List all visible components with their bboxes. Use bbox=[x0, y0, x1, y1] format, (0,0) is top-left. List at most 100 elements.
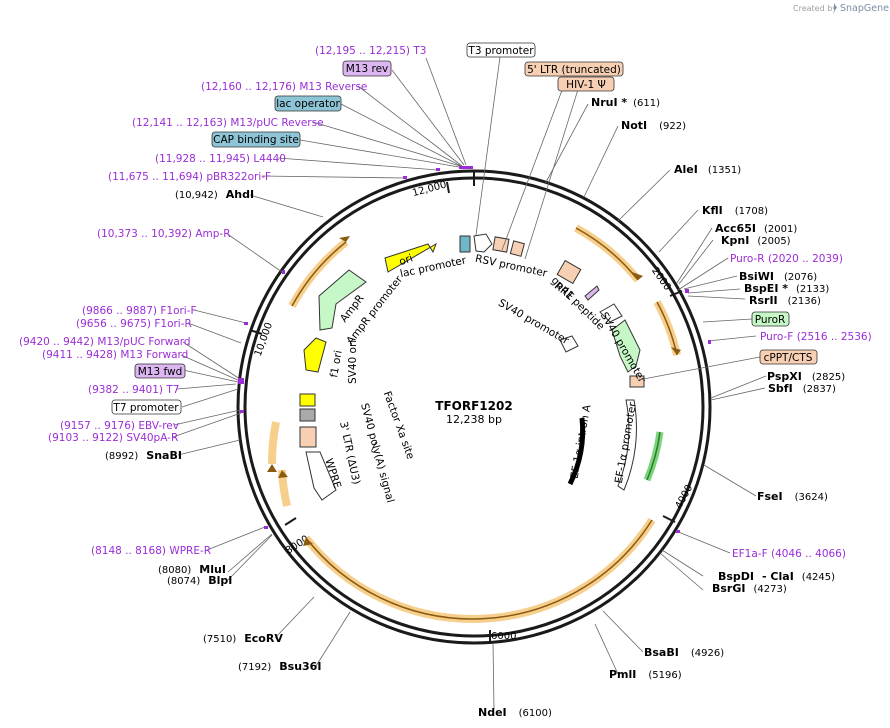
factor-xa-glyph bbox=[371, 441, 377, 451]
box-ltr-truncated-text: 5' LTR (truncated) bbox=[527, 64, 621, 76]
sv40-polya-glyph bbox=[299, 408, 316, 422]
gp41-glyph bbox=[584, 285, 600, 301]
primer-name-ef1a-f: EF1a-F bbox=[732, 548, 768, 560]
enzyme-pspxi-pos: (2825) bbox=[812, 372, 845, 383]
enzyme-bspei-pos: (2133) bbox=[796, 284, 829, 295]
enzyme-ndei: NdeI bbox=[478, 706, 507, 719]
box-m13-fwd-text: M13 fwd bbox=[138, 366, 183, 378]
primer-name-f1ori-f: F1ori-F bbox=[160, 305, 196, 317]
svg-text:(9656 .. 9675) F1ori-R: (9656 .. 9675) F1ori-R bbox=[76, 318, 192, 330]
svg-text:(8080)MluI: (8080)MluI bbox=[158, 563, 226, 576]
box-t3-promoter-text: T3 promoter bbox=[467, 45, 534, 57]
primer-name-t3: T3 bbox=[412, 45, 426, 57]
svg-text:PmlI(5196): PmlI (5196) bbox=[609, 668, 682, 681]
enzyme-ecorv-pos: (7510) bbox=[203, 634, 236, 645]
ori-arrow bbox=[384, 242, 437, 273]
label-rsv-promoter: RSV promoter bbox=[474, 253, 549, 280]
enzyme-pmli: PmlI bbox=[609, 668, 636, 681]
svg-text:(8074)BlpI: (8074)BlpI bbox=[167, 574, 232, 587]
ltr3-glyph bbox=[299, 426, 317, 448]
primer-name-amp-r: Amp-R bbox=[195, 228, 230, 240]
primer-name-m13-forward: M13 Forward bbox=[120, 349, 188, 361]
box-t3-promoter: T3 promoter bbox=[466, 42, 536, 58]
primer-name-l4440: L4440 bbox=[253, 153, 286, 165]
box-cap-binding-text: CAP binding site bbox=[213, 134, 299, 146]
enzyme-blpi: BlpI bbox=[208, 574, 232, 587]
enzyme-rsrii: RsrII bbox=[749, 294, 778, 307]
snapgene-logo-icon bbox=[834, 3, 837, 10]
primer-labels: (12,195 .. 12,215) T3 (12,160 .. 12,176)… bbox=[19, 45, 872, 560]
enzyme-alei: AleI bbox=[674, 163, 698, 176]
svg-text:Puro-F (2516 .. 2536): Puro-F (2516 .. 2536) bbox=[760, 331, 872, 343]
enzyme-sbfi-pos: (2837) bbox=[803, 384, 836, 395]
svg-text:(7192)Bsu36I: (7192)Bsu36I bbox=[238, 660, 321, 673]
label-gp41: gp41 peptide bbox=[549, 275, 607, 333]
box-m13-rev: M13 rev bbox=[342, 60, 392, 77]
enzyme-bsrgi-pos: (4273) bbox=[753, 584, 786, 595]
box-hiv-psi-text: HIV-1 Ψ bbox=[566, 79, 606, 91]
svg-text:(9103 .. 9122) SV40pA-R: (9103 .. 9122) SV40pA-R bbox=[48, 432, 178, 444]
svg-text:(12,195 .. 12,215) T3: (12,195 .. 12,215) T3 bbox=[315, 45, 426, 57]
box-lac-operator-text: lac operator bbox=[276, 98, 340, 110]
enzyme-noti: NotI bbox=[621, 119, 647, 132]
ltr-glyph bbox=[492, 236, 510, 253]
ef1a-promoter-arrow bbox=[617, 399, 637, 491]
svg-text:BsiWI(2076): BsiWI(2076) bbox=[739, 270, 817, 283]
svg-text:BsaBI(4926): BsaBI(4926) bbox=[644, 646, 724, 659]
primer-name-ebv-rev: EBV-rev bbox=[138, 420, 179, 432]
svg-text:EF1a-F (4046 .. 4066): EF1a-F (4046 .. 4066) bbox=[732, 548, 846, 560]
enzyme-kfli: KflI bbox=[702, 204, 723, 217]
primer-range-t3: (12,195 .. 12,215) bbox=[315, 45, 410, 57]
box-hiv-psi: HIV-1 Ψ bbox=[557, 76, 615, 92]
primer-range-m13-forward: (9411 .. 9428) bbox=[42, 349, 117, 361]
primer-name-pbr322ori-f: pBR322ori-F bbox=[206, 171, 271, 183]
plasmid-name: TFORF1202 bbox=[435, 399, 512, 413]
label-ori: ori bbox=[398, 252, 415, 268]
enzyme-snabi-pos: (8992) bbox=[105, 451, 138, 462]
svg-text:(11,928 .. 11,945) L4440: (11,928 .. 11,945) L4440 bbox=[155, 153, 286, 165]
svg-text:(8992)SnaBI: (8992)SnaBI bbox=[105, 449, 182, 462]
primer-range-pbr322ori-f: (11,675 .. 11,694) bbox=[108, 171, 203, 183]
svg-text:SbfI(2837): SbfI (2837) bbox=[768, 382, 836, 395]
svg-text:(9411 .. 9428) M13 Forward: (9411 .. 9428) M13 Forward bbox=[42, 349, 188, 361]
primer-range-m13puc-forward: (9420 .. 9442) bbox=[19, 336, 94, 348]
rre-glyph bbox=[556, 259, 582, 285]
label-f1-ori: f1 ori bbox=[328, 349, 345, 378]
rsv-promoter-arrow bbox=[473, 233, 493, 253]
enzyme-bsrgi: BsrGI bbox=[712, 582, 745, 595]
svg-text:BsrGI(4273): BsrGI (4273) bbox=[712, 582, 787, 595]
enzyme-pmli-pos: (5196) bbox=[648, 670, 681, 681]
box-cppt-text: cPPT/CTS bbox=[764, 352, 813, 364]
label-factor-xa: Factor Xa site bbox=[381, 390, 417, 461]
sv40-promoter-glyph-2 bbox=[559, 335, 579, 353]
enzyme-bsiwi: BsiWI bbox=[739, 270, 774, 283]
tick-label-6000: 6000 bbox=[491, 631, 516, 642]
puror-ring-arc bbox=[643, 431, 664, 482]
label-sv40-ori: SV40 ori bbox=[347, 340, 359, 384]
enzyme-mlui: MluI bbox=[199, 563, 226, 576]
box-cap-binding: CAP binding site bbox=[211, 131, 301, 148]
enzyme-sbfi: SbfI bbox=[768, 382, 793, 395]
primer-range-sv40pa-r: (9103 .. 9122) bbox=[48, 432, 123, 444]
enzyme-clai-pos: (4245) bbox=[802, 572, 835, 583]
enzyme-acc65i: Acc65I bbox=[715, 222, 756, 235]
primer-range-ebv-rev: (9157 .. 9176) bbox=[60, 420, 135, 432]
enzyme-fsei: FseI bbox=[757, 490, 783, 503]
f1-ori-arrow bbox=[303, 337, 327, 373]
svg-text:(12,160 .. 12,176) M13 Reverse: (12,160 .. 12,176) M13 Reverse bbox=[201, 81, 367, 93]
svg-text:(8148 .. 8168) WPRE-R: (8148 .. 8168) WPRE-R bbox=[91, 545, 211, 557]
ampr-arrow bbox=[318, 269, 367, 331]
enzyme-nrui: NruI * bbox=[591, 96, 627, 109]
primer-name-wpre-r: WPRE-R bbox=[169, 545, 211, 557]
enzyme-bsabi-pos: (4926) bbox=[691, 648, 724, 659]
svg-text:(10,373 .. 10,392) Amp-R: (10,373 .. 10,392) Amp-R bbox=[97, 228, 231, 240]
enzyme-fsei-pos: (3624) bbox=[795, 492, 828, 503]
svg-text:(7510)EcoRV: (7510)EcoRV bbox=[203, 632, 283, 645]
primer-range-puro-f: (2516 .. 2536) bbox=[797, 331, 872, 343]
credit-prefix: Created by bbox=[793, 4, 837, 13]
primer-name-puro-f: Puro-F bbox=[760, 331, 793, 343]
sv40-ori-glyph bbox=[299, 393, 316, 407]
primer-range-m13puc-reverse: (12,141 .. 12,163) bbox=[132, 117, 227, 129]
plasmid-length: 12,238 bp bbox=[446, 413, 502, 426]
primer-range-m13-reverse: (12,160 .. 12,176) bbox=[201, 81, 296, 93]
